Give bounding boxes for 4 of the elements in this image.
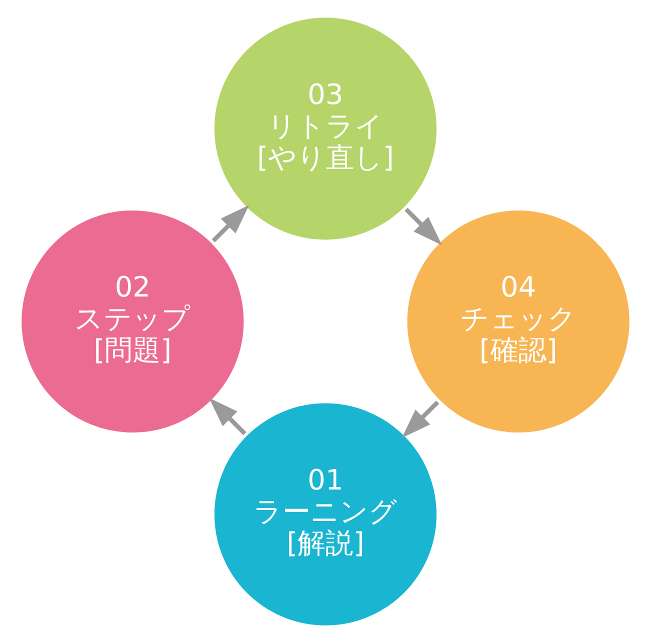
arrow	[404, 208, 442, 246]
arrow	[401, 400, 439, 438]
arrow	[208, 398, 246, 436]
arrow	[211, 204, 249, 242]
